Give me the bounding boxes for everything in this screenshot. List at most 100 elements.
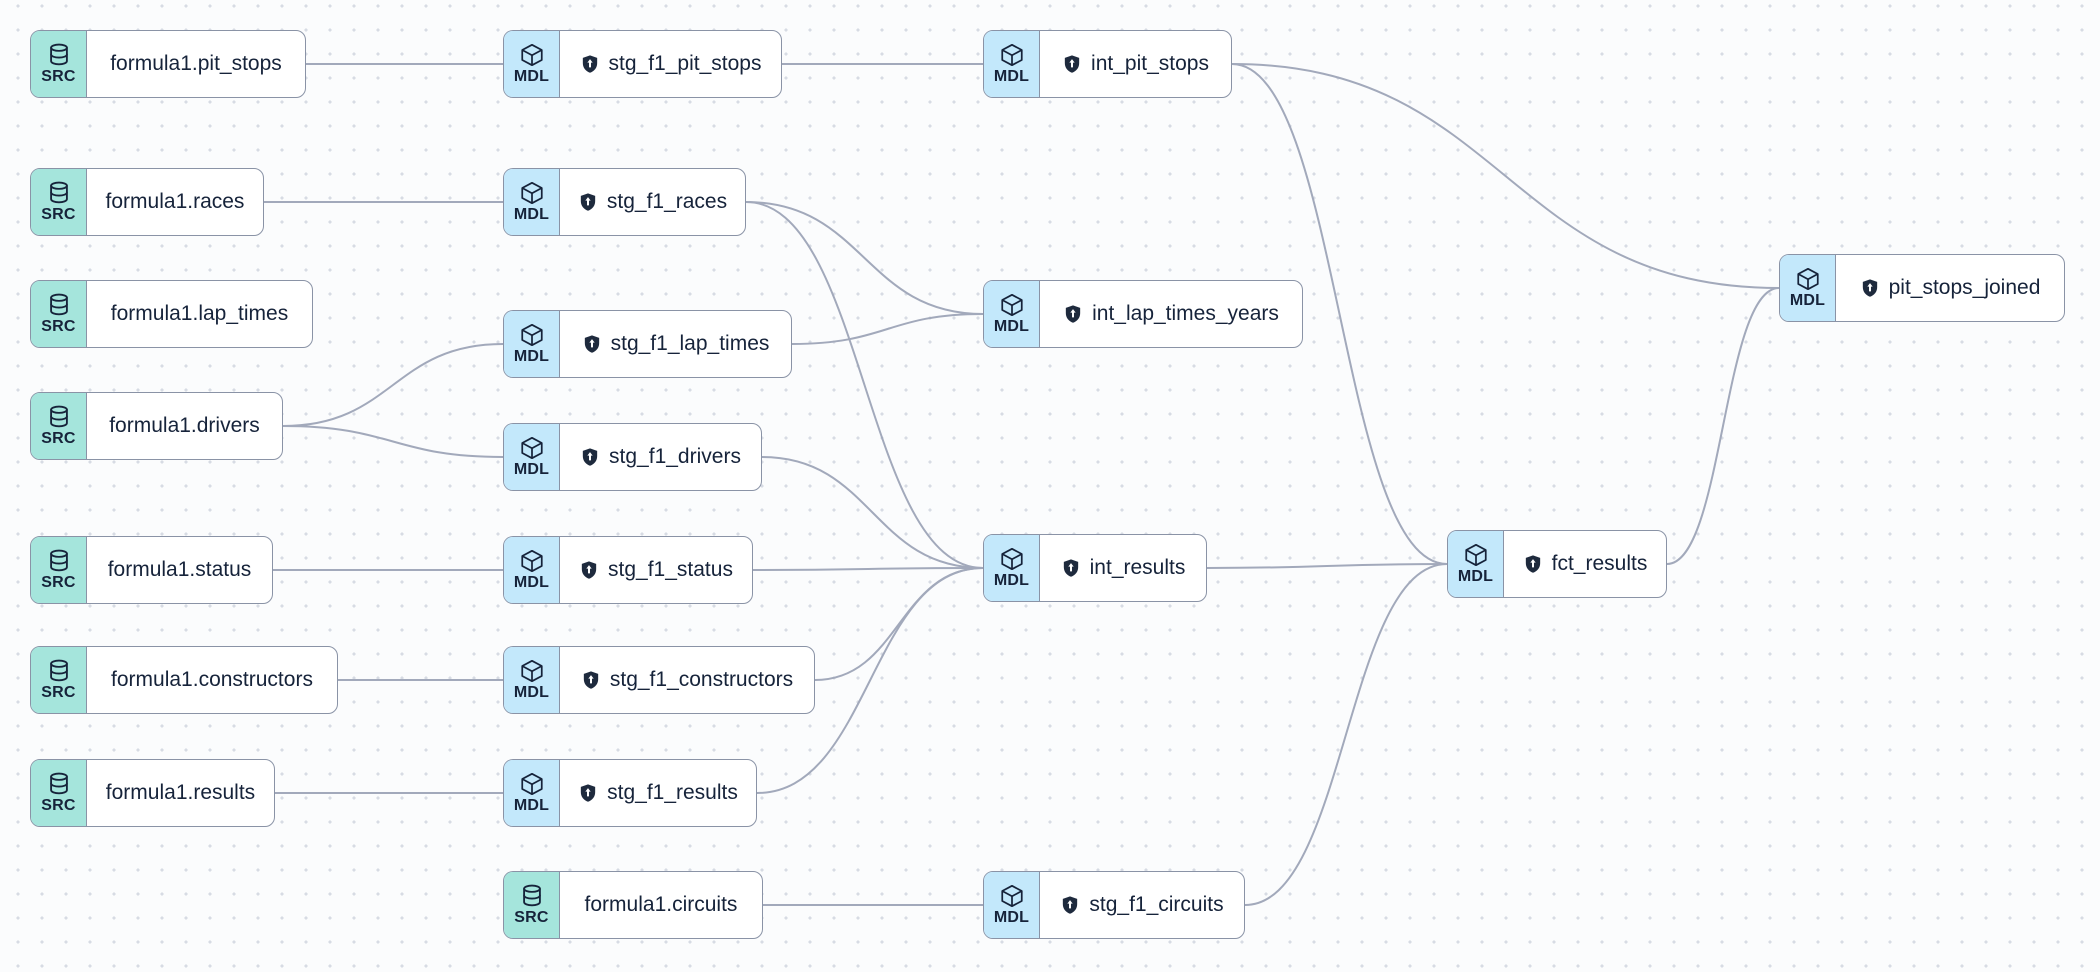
edge-stg_f1_races-to-int_results	[745, 201, 984, 569]
node-pit_stops_joined[interactable]: MDL pit_stops_joined	[1779, 254, 2065, 322]
node-type-label: SRC	[41, 429, 76, 447]
node-formula1.status[interactable]: SRC formula1.status	[30, 536, 273, 604]
node-label: formula1.constructors	[111, 668, 313, 691]
node-type-label: MDL	[513, 67, 550, 85]
node-formula1.constructors[interactable]: SRC formula1.constructors	[30, 646, 338, 714]
node-type-badge: MDL	[504, 311, 560, 377]
node-formula1.circuits[interactable]: SRC formula1.circuits	[503, 871, 763, 939]
node-stg_f1_results[interactable]: MDL stg_f1_results	[503, 759, 757, 827]
node-formula1.pit_stops[interactable]: SRC formula1.pit_stops	[30, 30, 306, 98]
node-formula1.races[interactable]: SRC formula1.races	[30, 168, 264, 236]
node-body: fct_results	[1504, 531, 1666, 597]
node-label: stg_f1_constructors	[609, 668, 794, 691]
node-label: formula1.pit_stops	[110, 52, 282, 75]
node-stg_f1_constructors[interactable]: MDL stg_f1_constructors	[503, 646, 815, 714]
node-body: formula1.races	[87, 169, 263, 235]
edge-stg_f1_races-to-int_lap_times_years	[745, 201, 984, 315]
shield-icon	[1065, 305, 1081, 323]
node-type-label: MDL	[1789, 291, 1826, 309]
node-int_pit_stops[interactable]: MDL int_pit_stops	[983, 30, 1232, 98]
node-type-badge: SRC	[31, 537, 87, 603]
node-type-badge: MDL	[504, 424, 560, 490]
shield-icon	[582, 448, 598, 466]
database-icon	[49, 43, 68, 66]
node-type-label: MDL	[513, 796, 550, 814]
node-label: fct_results	[1551, 552, 1648, 575]
node-type-label: MDL	[513, 683, 550, 701]
edge-int_results-to-fct_results	[1206, 563, 1448, 569]
edge-formula1.drivers-to-stg_f1_lap_times	[282, 343, 504, 427]
edge-stg_f1_constructors-to-int_results	[814, 567, 984, 681]
node-type-badge: SRC	[31, 281, 87, 347]
node-formula1.lap_times[interactable]: SRC formula1.lap_times	[30, 280, 313, 348]
node-type-label: SRC	[41, 796, 76, 814]
node-body: stg_f1_constructors	[560, 647, 814, 713]
node-label: stg_f1_lap_times	[610, 332, 770, 355]
database-icon	[49, 405, 68, 428]
database-icon	[49, 293, 68, 316]
node-stg_f1_circuits[interactable]: MDL stg_f1_circuits	[983, 871, 1245, 939]
node-label: formula1.lap_times	[110, 302, 289, 325]
node-label: formula1.circuits	[584, 893, 738, 916]
shield-icon	[583, 671, 599, 689]
node-label: int_pit_stops	[1091, 52, 1209, 75]
cube-icon	[520, 323, 543, 346]
shield-icon	[581, 561, 597, 579]
node-formula1.drivers[interactable]: SRC formula1.drivers	[30, 392, 283, 460]
node-stg_f1_lap_times[interactable]: MDL stg_f1_lap_times	[503, 310, 792, 378]
node-type-label: MDL	[1457, 567, 1494, 585]
node-type-badge: MDL	[504, 537, 560, 603]
node-body: stg_f1_lap_times	[560, 311, 791, 377]
database-icon	[49, 772, 68, 795]
node-formula1.results[interactable]: SRC formula1.results	[30, 759, 275, 827]
node-type-label: SRC	[41, 205, 76, 223]
node-fct_results[interactable]: MDL fct_results	[1447, 530, 1667, 598]
edge-formula1.drivers-to-stg_f1_drivers	[282, 425, 504, 458]
node-body: int_results	[1040, 535, 1206, 601]
node-type-label: MDL	[513, 347, 550, 365]
node-body: formula1.drivers	[87, 393, 282, 459]
node-body: stg_f1_status	[560, 537, 752, 603]
shield-icon	[582, 55, 597, 73]
node-type-label: MDL	[513, 205, 550, 223]
edge-stg_f1_lap_times-to-int_lap_times_years	[791, 313, 984, 345]
node-body: int_pit_stops	[1040, 31, 1231, 97]
node-label: formula1.drivers	[109, 414, 260, 437]
node-stg_f1_status[interactable]: MDL stg_f1_status	[503, 536, 753, 604]
node-body: formula1.lap_times	[87, 281, 312, 347]
node-type-label: MDL	[513, 460, 550, 478]
shield-icon	[584, 335, 599, 353]
node-type-label: SRC	[41, 573, 76, 591]
node-label: int_lap_times_years	[1092, 302, 1279, 325]
node-int_results[interactable]: MDL int_results	[983, 534, 1207, 602]
node-body: int_lap_times_years	[1040, 281, 1302, 347]
node-body: stg_f1_circuits	[1040, 872, 1244, 938]
shield-icon	[1862, 279, 1877, 297]
node-body: formula1.pit_stops	[87, 31, 305, 97]
cube-icon	[520, 772, 543, 795]
node-stg_f1_races[interactable]: MDL stg_f1_races	[503, 168, 746, 236]
node-label: int_results	[1089, 556, 1186, 579]
edge-fct_results-to-pit_stops_joined	[1666, 287, 1780, 565]
cube-icon	[1000, 547, 1023, 570]
shield-icon	[580, 193, 596, 211]
node-stg_f1_pit_stops[interactable]: MDL stg_f1_pit_stops	[503, 30, 782, 98]
cube-icon	[520, 659, 543, 682]
node-body: formula1.constructors	[87, 647, 337, 713]
shield-icon	[1063, 896, 1078, 914]
database-icon	[49, 181, 68, 204]
node-stg_f1_drivers[interactable]: MDL stg_f1_drivers	[503, 423, 762, 491]
cube-icon	[1796, 267, 1819, 290]
node-type-badge: MDL	[984, 535, 1040, 601]
edge-int_pit_stops-to-fct_results	[1231, 63, 1448, 565]
node-body: formula1.results	[87, 760, 274, 826]
node-type-badge: SRC	[31, 760, 87, 826]
node-label: stg_f1_drivers	[609, 445, 741, 468]
node-type-label: MDL	[993, 571, 1030, 589]
node-type-badge: SRC	[31, 31, 87, 97]
node-type-badge: MDL	[1780, 255, 1836, 321]
node-int_lap_times_years[interactable]: MDL int_lap_times_years	[983, 280, 1303, 348]
cube-icon	[520, 181, 543, 204]
database-icon	[49, 549, 68, 572]
